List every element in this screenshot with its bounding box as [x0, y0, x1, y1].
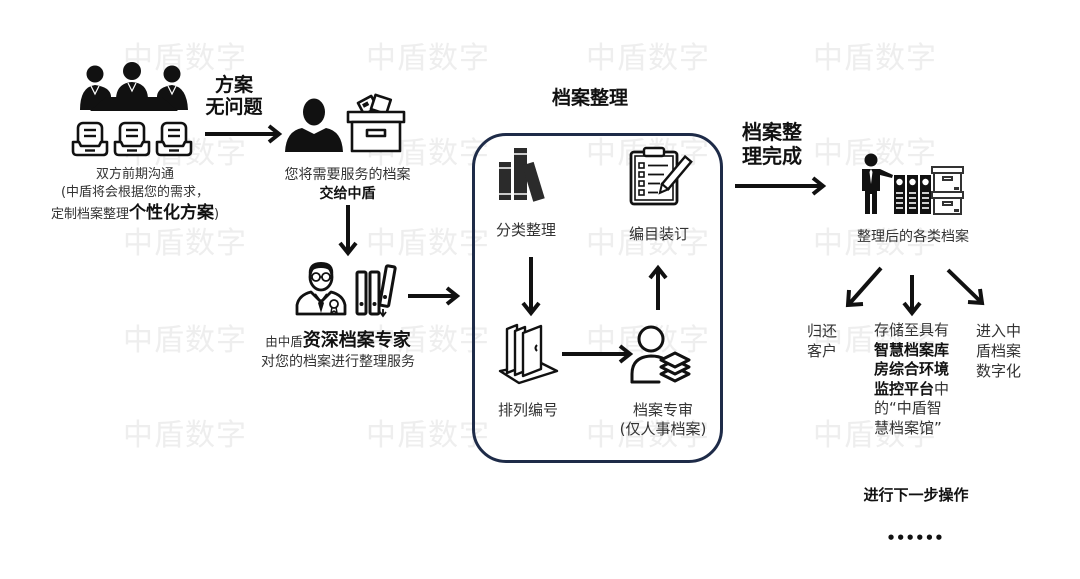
expert-service-caption-line1: 由中盾资深档案专家 — [248, 330, 428, 353]
inbox-trays-icon — [71, 121, 193, 157]
watermark-text: 中盾数字 — [366, 41, 490, 76]
next-step-label: 进行下一步操作 — [863, 486, 969, 504]
watermark-text: 中盾数字 — [123, 41, 247, 76]
arrow-down-icon — [338, 205, 358, 257]
person-silhouette-icon — [285, 98, 343, 152]
result-caption: 整理后的各类档案 — [857, 229, 969, 245]
outcome-storage-line4: 监控平台中 — [874, 380, 949, 400]
outcome-return-line2: 客户 — [807, 342, 838, 360]
arrow-right-icon — [735, 176, 827, 196]
watermark-text: 中盾数字 — [586, 226, 710, 261]
completion-label-line2: 理完成 — [742, 144, 802, 168]
inbox-tray-icon — [71, 121, 109, 157]
consultation-caption-emphasis: 个性化方案 — [128, 203, 214, 223]
watermark-text: 中盾数字 — [123, 226, 247, 261]
stage-label-classify: 分类整理 — [495, 221, 556, 239]
watermark-text: 中盾数字 — [586, 418, 710, 453]
watermark-text: 中盾数字 — [123, 418, 247, 453]
outcome-digitization-line1: 进入中 — [976, 322, 1022, 340]
archivist-with-files-icon — [862, 153, 964, 215]
ellipsis: •••••• — [886, 529, 944, 547]
handover-caption-line2: 交给中盾 — [319, 186, 376, 202]
completion-label-line1: 档案整 — [742, 120, 802, 144]
process-box — [472, 133, 723, 463]
books-icon — [499, 148, 545, 202]
stage-label-review-note: (仅人事档案) — [619, 420, 707, 438]
expert-service-caption-emphasis: 资深档案专家 — [302, 330, 411, 351]
arrow-right-icon — [205, 124, 283, 144]
person-layers-icon — [630, 325, 691, 384]
watermark-text: 中盾数字 — [586, 41, 710, 76]
expert-service-caption-line2: 对您的档案进行整理服务 — [261, 354, 415, 370]
handover-caption-line1: 您将需要服务的档案 — [284, 167, 411, 183]
watermark-text: 中盾数字 — [366, 323, 490, 358]
inbox-tray-icon — [155, 121, 193, 157]
arrow-down-left-icon — [845, 266, 883, 308]
outcome-storage-line5: 的“中盾智 — [874, 399, 942, 417]
meeting-icon — [80, 62, 188, 111]
stage-label-catalog-bind: 编目装订 — [628, 225, 689, 243]
outcome-return-to-client: 归还 客户 — [807, 321, 837, 361]
outcome-storage-line3: 房综合环境 — [874, 360, 950, 378]
completion-label: 档案整 理完成 — [742, 120, 802, 168]
arrow-down-icon — [902, 275, 922, 317]
outcome-storage-line1: 存储至具有 — [874, 321, 950, 339]
clipboard-checklist-icon — [629, 146, 693, 206]
expert-icon — [295, 262, 347, 316]
arrow-down-right-icon — [946, 268, 985, 306]
arrow-right-icon — [408, 286, 461, 306]
watermark-text: 中盾数字 — [813, 226, 937, 261]
outcome-digitization: 进入中 盾档案 数字化 — [976, 321, 1021, 381]
consultation-caption-line3-suffix: ) — [213, 207, 220, 222]
watermark-text: 中盾数字 — [813, 418, 937, 453]
outcome-smart-archive-storage: 存储至具有 智慧档案库 房综合环境 监控平台中 的“中盾智 慧档案馆” — [874, 321, 949, 438]
outcome-storage-line2: 智慧档案库 — [874, 340, 950, 359]
consultation-caption-line1: 双方前期沟通 — [95, 167, 174, 182]
outcome-storage-line4-end: 中 — [934, 379, 950, 398]
outcome-return-line1: 归还 — [807, 322, 838, 340]
consultation-caption-line3-prefix: 定制档案整理 — [50, 207, 129, 222]
watermark-text: 中盾数字 — [123, 323, 247, 358]
stage-label-arrange-number: 排列编号 — [497, 401, 558, 419]
inbox-tray-icon — [113, 121, 151, 157]
outcome-digitization-line3: 数字化 — [976, 362, 1022, 380]
plan-approved-label-line2: 无问题 — [205, 96, 263, 118]
handover-caption: 您将需要服务的档案 交给中盾 — [270, 166, 425, 204]
expert-service-caption: 由中盾资深档案专家 对您的档案进行整理服务 — [248, 330, 428, 371]
plan-approved-label: 方案 无问题 — [198, 74, 270, 118]
outcome-digitization-line2: 盾档案 — [976, 342, 1022, 360]
watermark-text: 中盾数字 — [813, 41, 937, 76]
doors-files-icon — [498, 323, 559, 385]
binders-icon — [355, 264, 397, 318]
expert-service-caption-prefix: 由中盾 — [265, 334, 303, 349]
consultation-caption-line3: 定制档案整理个性化方案) — [30, 202, 240, 226]
archive-box-icon — [346, 93, 406, 153]
plan-approved-label-line1: 方案 — [214, 74, 253, 96]
outcome-storage-line6: 慧档案馆” — [874, 418, 942, 437]
stage-label-review-title: 档案专审 — [632, 401, 693, 419]
watermark-text: 中盾数字 — [366, 226, 490, 261]
consultation-caption: 双方前期沟通 (中盾将会根据您的需求， 定制档案整理个性化方案) — [30, 166, 240, 226]
consultation-caption-line2: (中盾将会根据您的需求， — [60, 185, 210, 200]
watermark-text: 中盾数字 — [813, 323, 937, 358]
outcome-storage-line4-bold: 监控平台 — [874, 379, 935, 398]
watermark-text: 中盾数字 — [366, 418, 490, 453]
process-box-title: 档案整理 — [551, 87, 628, 109]
stage-label-review: 档案专审 (仅人事档案) — [610, 401, 716, 439]
